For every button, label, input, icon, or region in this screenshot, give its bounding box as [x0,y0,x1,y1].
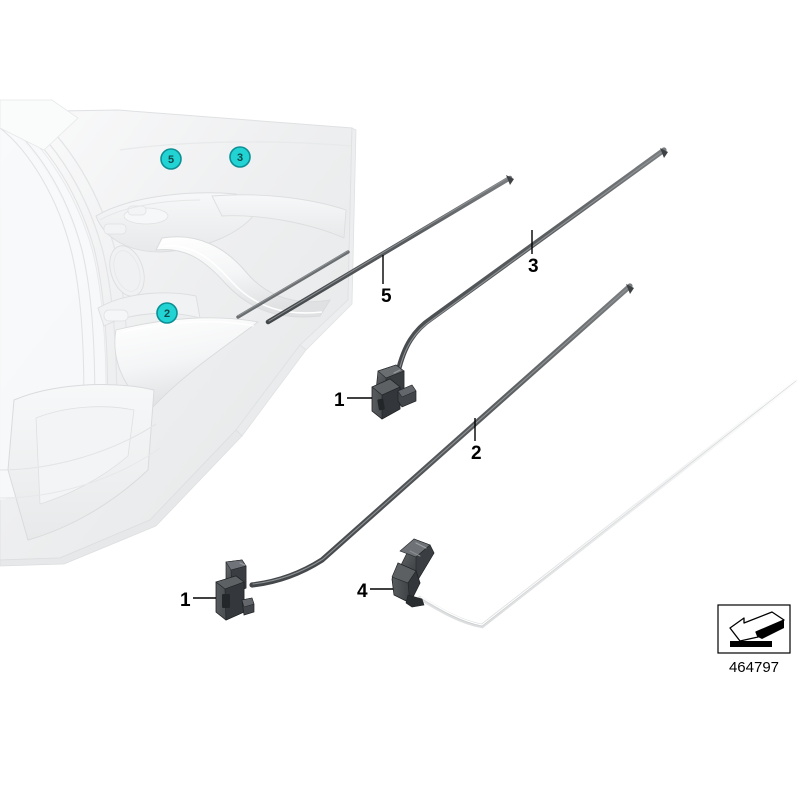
badge-5-circle[interactable] [160,148,182,170]
direction-arrow-icon [729,611,785,647]
part-2-cable [249,283,634,588]
door-handle-lever [103,309,129,322]
part-4-connector [391,538,435,608]
door-trim-panel-illustration [0,99,357,567]
leader-3-number: 3 [528,256,539,277]
door-pull-highlight [163,245,323,314]
leader-1-upper-number: 1 [334,390,345,411]
panel-lower-crease-2 [0,447,161,499]
badge-3-label: 3 [237,152,243,164]
badge-5-label: 5 [168,154,174,166]
badge-2-label: 2 [164,308,170,320]
switch-panel-crease [99,199,201,221]
light-cable [417,378,799,629]
speaker-grille-inner [113,250,141,292]
badge-3-circle[interactable] [229,146,251,168]
map-pocket-inner [35,406,135,505]
reference-number: 464797 [729,659,779,676]
part-1-lower-connector [215,559,255,621]
panel-upper-crease [119,141,353,151]
part-5-cable [265,175,514,325]
panel-mid-sculpt [114,317,260,409]
window-switch-button-2 [127,205,147,216]
leader-5-number: 5 [381,286,392,307]
door-pillar-detail [0,99,79,151]
installed-seal-strip [236,250,350,319]
leader-2-number: 2 [471,443,482,464]
leader-lines-group: 5 3 2 1 1 4 [180,230,539,611]
badge-2-circle[interactable] [156,302,178,324]
position-badges-group: 5 3 2 [156,146,251,324]
door-pull-handle [155,236,332,318]
part-3-cable [395,147,668,375]
window-switch-button-1 [103,223,127,235]
legend-box: 464797 [717,604,791,676]
leader-1-lower-number: 1 [180,590,191,611]
armrest-top-surface [211,194,347,239]
panel-bottom-edge [0,429,243,567]
panel-mid-highlight [121,321,255,333]
panel-lower-crease [0,423,157,471]
part-1-upper-connector [371,364,417,420]
installed-seal-strip-highlight [237,250,349,317]
leader-4-number: 4 [357,581,368,602]
